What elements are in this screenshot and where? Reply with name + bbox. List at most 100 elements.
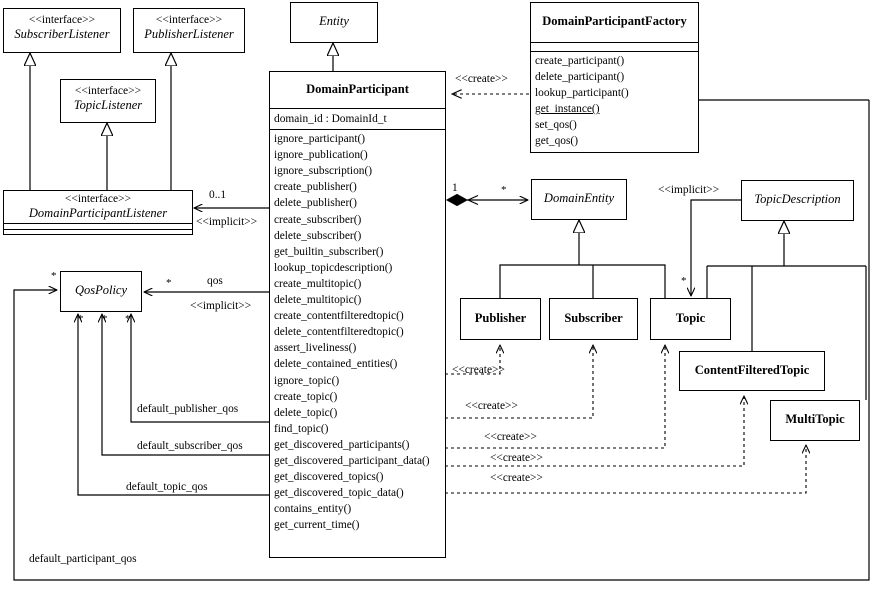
operation-item: delete_publisher()	[274, 197, 357, 210]
entity-name: Entity	[319, 14, 349, 28]
association-default-participant-qos	[13, 99, 870, 581]
edge-label-qos-star-right: *	[166, 277, 172, 289]
association-default-publisher-qos	[131, 314, 271, 423]
edge-label-qos-star-a: *	[78, 313, 84, 325]
operation-item: delete_contained_entities()	[274, 358, 398, 371]
operation-item: delete_topic()	[274, 406, 338, 419]
association-default-topic-qos	[78, 314, 271, 496]
class-box-topiclistener[interactable]: <<interface>> TopicListener	[60, 79, 156, 123]
composition-participant-domainentity	[445, 193, 528, 207]
class-box-topic[interactable]: Topic	[650, 298, 731, 340]
multitopic-name: MultiTopic	[785, 412, 845, 426]
subscriberlistener-name: SubscriberListener	[14, 27, 110, 42]
edge-label-topic-implicit: <<implicit>>	[658, 184, 720, 196]
class-box-domainparticipantfactory[interactable]: DomainParticipantFactory create_particip…	[530, 2, 699, 153]
class-box-qospolicy[interactable]: QosPolicy	[60, 271, 142, 312]
publisherlistener-name: PublisherListener	[144, 27, 234, 42]
subscriberlistener-stereotype: <<interface>>	[28, 14, 96, 26]
domainparticipantlistener-attributes	[4, 224, 192, 230]
generalization-subclasses-to-domainentity	[499, 220, 666, 298]
class-box-contentfilteredtopic[interactable]: ContentFilteredTopic	[679, 351, 825, 391]
class-box-domainentity[interactable]: DomainEntity	[531, 179, 627, 220]
edge-label-create-publisher: <<create>>	[452, 364, 505, 376]
operation-item: get_current_time()	[274, 519, 360, 532]
topic-name: Topic	[675, 311, 706, 325]
edge-label-default-subscriber-qos: default_subscriber_qos	[137, 440, 243, 452]
operation-item: create_publisher()	[274, 181, 357, 194]
operation-item: ignore_participant()	[274, 133, 366, 146]
edge-label-create-topic: <<create>>	[484, 431, 537, 443]
class-box-publisher[interactable]: Publisher	[460, 298, 541, 340]
dependency-create-multitopic	[271, 445, 806, 494]
operation-item: get_qos()	[535, 135, 579, 148]
edge-label-listener-implicit: <<implicit>>	[196, 216, 258, 228]
operation-item: get_instance()	[535, 101, 698, 117]
edge-label-default-participant-qos: default_participant_qos	[29, 553, 137, 565]
domainentity-name: DomainEntity	[543, 191, 615, 205]
operation-item: ignore_publication()	[274, 149, 368, 162]
publisher-name: Publisher	[474, 311, 527, 325]
static-operation-label: get_instance()	[535, 103, 600, 116]
operation-item: ignore_subscription()	[274, 165, 373, 178]
edge-label-create-multitopic: <<create>>	[490, 472, 543, 484]
operation-item: get_discovered_topic_data()	[274, 487, 404, 500]
edge-label-create-subscriber: <<create>>	[465, 400, 518, 412]
domainparticipant-name: DomainParticipant	[306, 82, 409, 96]
operation-item: delete_multitopic()	[274, 294, 362, 307]
operation-item: create_contentfilteredtopic()	[274, 310, 404, 323]
operation-item: get_discovered_participant_data()	[274, 454, 430, 467]
edge-label-qos-star-left: *	[51, 270, 57, 282]
operation-item: create_topic()	[274, 390, 338, 403]
contentfilteredtopic-name: ContentFilteredTopic	[694, 363, 810, 377]
operation-item: get_discovered_topics()	[274, 471, 384, 484]
dependency-create-publisher	[271, 345, 500, 375]
operation-item: contains_entity()	[274, 503, 352, 516]
operation-item: ignore_topic()	[274, 374, 340, 387]
operation-item: get_discovered_participants()	[274, 438, 410, 451]
class-box-domainparticipant[interactable]: DomainParticipant domain_id : DomainId_t…	[269, 71, 446, 558]
domainparticipantfactory-name: DomainParticipantFactory	[542, 14, 687, 28]
class-box-entity[interactable]: Entity	[290, 2, 378, 43]
edge-label-create-contentfilteredtopic: <<create>>	[490, 452, 543, 464]
operation-item: assert_liveliness()	[274, 342, 357, 355]
edge-label-qos-star-c: *	[125, 313, 131, 325]
subscriber-name: Subscriber	[564, 311, 623, 325]
association-topicdescription-topic-implicit	[691, 199, 741, 296]
dependency-create-topic	[271, 345, 665, 449]
topiclistener-name: TopicListener	[73, 98, 143, 113]
domainparticipantfactory-operations: create_participant()delete_participant()…	[531, 52, 698, 152]
attribute-domain-id: domain_id : DomainId_t	[274, 113, 387, 125]
edge-label-composition-one: 1	[452, 182, 458, 194]
class-box-topicdescription[interactable]: TopicDescription	[741, 180, 854, 221]
domainparticipantlistener-stereotype: <<interface>>	[64, 193, 132, 205]
class-box-multitopic[interactable]: MultiTopic	[770, 400, 860, 441]
association-default-subscriber-qos	[102, 314, 271, 456]
class-box-domainparticipantlistener[interactable]: <<interface>> DomainParticipantListener	[3, 190, 193, 235]
topicdescription-name: TopicDescription	[754, 192, 841, 206]
operation-item: lookup_participant()	[535, 87, 629, 100]
edge-label-listener-multiplicity: 0..1	[209, 189, 227, 201]
domainparticipantfactory-attributes	[531, 43, 698, 52]
operation-item: delete_subscriber()	[274, 229, 362, 242]
class-box-subscriberlistener[interactable]: <<interface>> SubscriberListener	[3, 8, 121, 53]
edge-label-create-factory: <<create>>	[455, 73, 508, 85]
edge-label-qos-star-b: *	[102, 313, 108, 325]
domainparticipantlistener-operations	[4, 230, 192, 235]
operation-item: delete_contentfilteredtopic()	[274, 326, 404, 339]
operation-item: create_multitopic()	[274, 277, 362, 290]
operation-item: lookup_topicdescription()	[274, 261, 393, 274]
class-box-publisherlistener[interactable]: <<interface>> PublisherListener	[133, 8, 245, 53]
edge-label-topic-star: *	[681, 275, 687, 287]
operation-item: set_qos()	[535, 119, 577, 132]
topiclistener-stereotype: <<interface>>	[74, 85, 142, 97]
edge-label-qos-name: qos	[207, 275, 223, 287]
qospolicy-name: QosPolicy	[74, 283, 128, 297]
operation-item: create_participant()	[535, 55, 625, 67]
edge-label-composition-star: *	[501, 184, 507, 196]
domainparticipant-operations: ignore_participant() ignore_publication()…	[270, 130, 445, 535]
generalization-subclasses-to-topicdescription	[706, 221, 867, 400]
operation-item: find_topic()	[274, 422, 329, 435]
edge-label-default-publisher-qos: default_publisher_qos	[137, 403, 239, 415]
class-box-subscriber[interactable]: Subscriber	[549, 298, 638, 340]
